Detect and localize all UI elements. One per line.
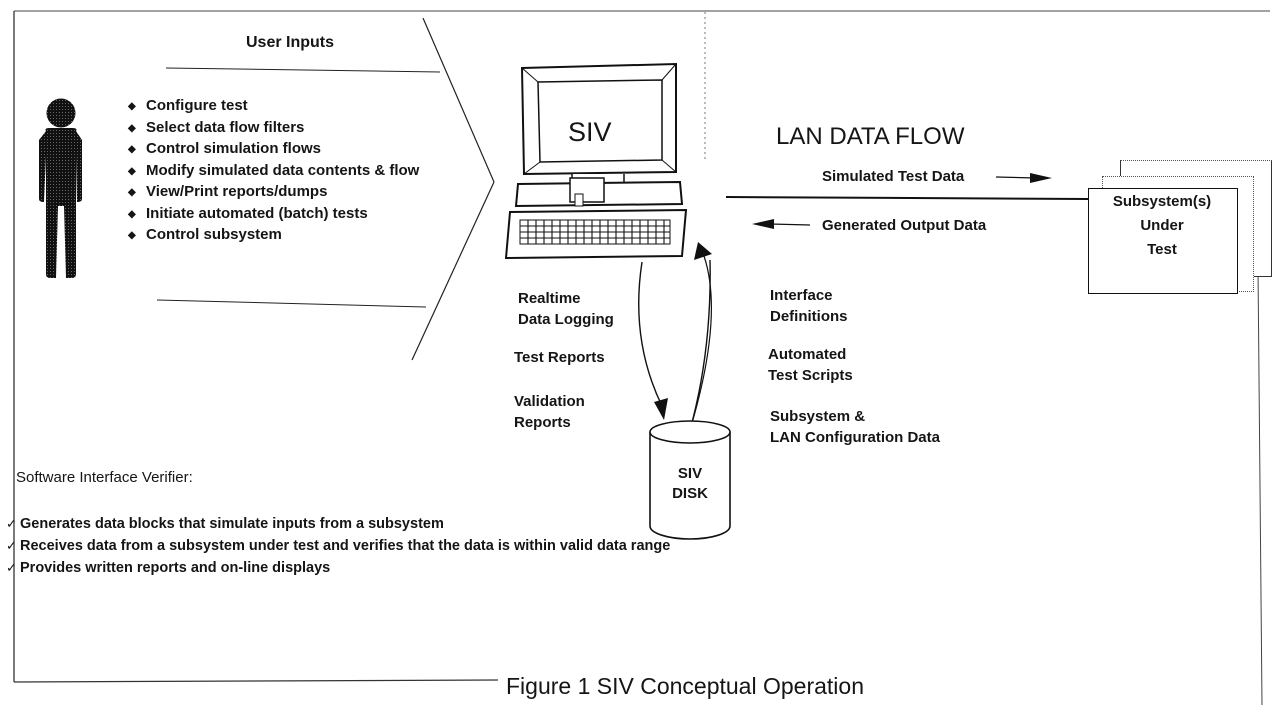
list-item: ◆Configure test: [128, 96, 419, 118]
logging-label: Realtime Data Logging: [518, 290, 614, 328]
bullet-icon: ◆: [128, 230, 136, 241]
list-item: ◆Select data flow filters: [128, 118, 419, 140]
test-scripts-label: Automated Test Scripts: [768, 346, 853, 384]
configuration-data-label: Subsystem & LAN Configuration Data: [770, 408, 940, 446]
bullet-icon: ◆: [128, 187, 136, 198]
interface-definitions-label: Interface Definitions: [770, 287, 848, 325]
figure-caption: Figure 1 SIV Conceptual Operation: [506, 673, 864, 699]
siv-description-heading: Software Interface Verifier:: [16, 469, 193, 486]
disk-label: SIV DISK: [672, 465, 708, 502]
list-item: ✓Provides written reports and on-line di…: [6, 560, 331, 576]
user-inputs-heading: User Inputs: [246, 34, 335, 51]
subsystem-doc-front: [1088, 188, 1238, 294]
check-icon: ✓: [6, 516, 17, 531]
list-item: ✓Receives data from a subsystem under te…: [6, 538, 671, 554]
bullet-icon: ◆: [128, 101, 136, 112]
user-inputs-funnel: [156, 17, 495, 361]
list-item: ✓Generates data blocks that simulate inp…: [6, 516, 444, 532]
simulated-data-label: Simulated Test Data: [822, 168, 965, 185]
dotted-divider: [704, 12, 706, 160]
lan-flow-title: LAN DATA FLOW: [776, 123, 965, 150]
user-person-icon: [39, 98, 82, 278]
user-inputs-list: ◆Configure test ◆Select data flow filter…: [128, 96, 419, 247]
bullet-icon: ◆: [128, 144, 136, 155]
computer-screen-label: SIV: [568, 117, 612, 147]
subsystem-label: Subsystem(s) Under Test: [1112, 193, 1212, 258]
check-icon: ✓: [6, 560, 17, 575]
list-item: ◆View/Print reports/dumps: [128, 182, 419, 204]
lan-arrows: [725, 173, 1089, 229]
list-item: ◆Control subsystem: [128, 225, 419, 247]
list-item: ◆Control simulation flows: [128, 139, 419, 161]
validation-reports-label: Validation Reports: [514, 393, 585, 431]
list-item: ◆Initiate automated (batch) tests: [128, 204, 419, 226]
bullet-icon: ◆: [128, 208, 136, 220]
disk-icon: [649, 420, 731, 540]
disk-flow-arrows: [638, 242, 712, 431]
siv-description-list: ✓Generates data blocks that simulate inp…: [6, 515, 706, 577]
check-icon: ✓: [6, 538, 17, 553]
list-item: ◆Modify simulated data contents & flow: [128, 161, 419, 183]
computer-icon: [504, 62, 688, 260]
test-reports-label: Test Reports: [514, 349, 605, 366]
bullet-icon: ◆: [128, 122, 136, 134]
generated-data-label: Generated Output Data: [822, 217, 987, 234]
bullet-icon: ◆: [128, 165, 136, 177]
